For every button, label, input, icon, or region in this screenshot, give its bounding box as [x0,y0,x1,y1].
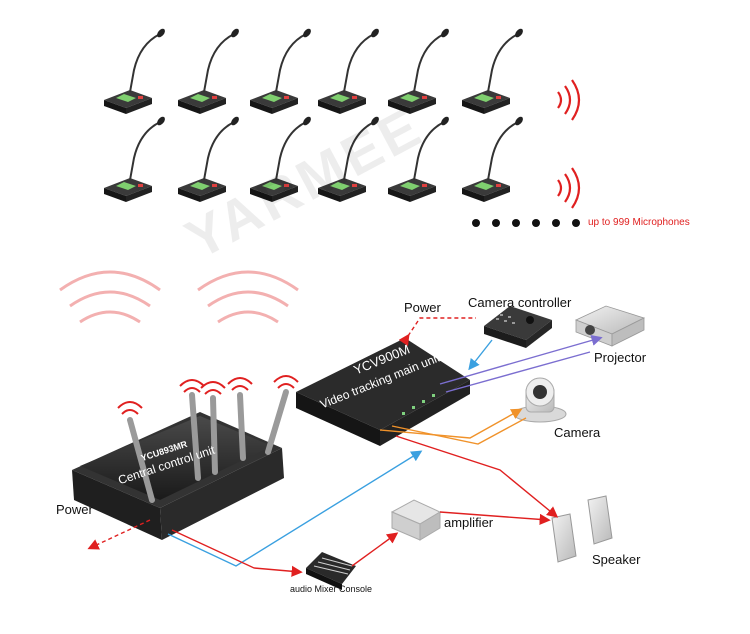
wireless-broadcast-icon [59,270,299,324]
speaker-label: Speaker [592,552,641,567]
microphone-grid [104,28,523,202]
amplifier [390,499,442,541]
microphone-unit-icon [318,116,379,202]
amplifier-label: amplifier [444,515,494,530]
microphone-unit-icon [250,28,311,114]
ellipsis-dot [552,219,560,227]
video-tracking-unit [296,338,470,446]
microphone-unit-icon [178,28,239,114]
microphone-unit-icon [104,28,165,114]
microphone-unit-icon [462,28,523,114]
microphone-count-label: up to 999 Microphones [588,217,690,228]
microphone-unit-icon [250,116,311,202]
ellipsis-dot [492,219,500,227]
microphone-unit-icon [178,116,239,202]
camera-controller-label: Camera controller [468,295,572,310]
speakers [551,495,613,563]
central-control-unit [72,375,299,540]
ellipsis-dot [572,219,580,227]
mixer-label: audio Mixer Console [290,584,373,594]
ptz-camera [513,377,567,423]
audio-mixer [306,552,356,590]
ellipsis-dot [472,219,480,227]
microphone-unit-icon [462,116,523,202]
wireless-waves-icon [557,79,581,209]
power-left-label: Power [56,502,93,517]
projector [574,305,646,347]
camera-label: Camera [554,425,601,440]
power-top-label: Power [404,300,441,315]
microphone-unit-icon [104,116,165,202]
camera-controller [484,306,552,348]
microphone-unit-icon [388,116,449,202]
ellipsis-dot [512,219,520,227]
connection-lines [87,317,603,577]
microphone-unit-icon [388,28,449,114]
ellipsis-dot [532,219,540,227]
projector-label: Projector [594,350,647,365]
microphone-unit-icon [318,28,379,114]
